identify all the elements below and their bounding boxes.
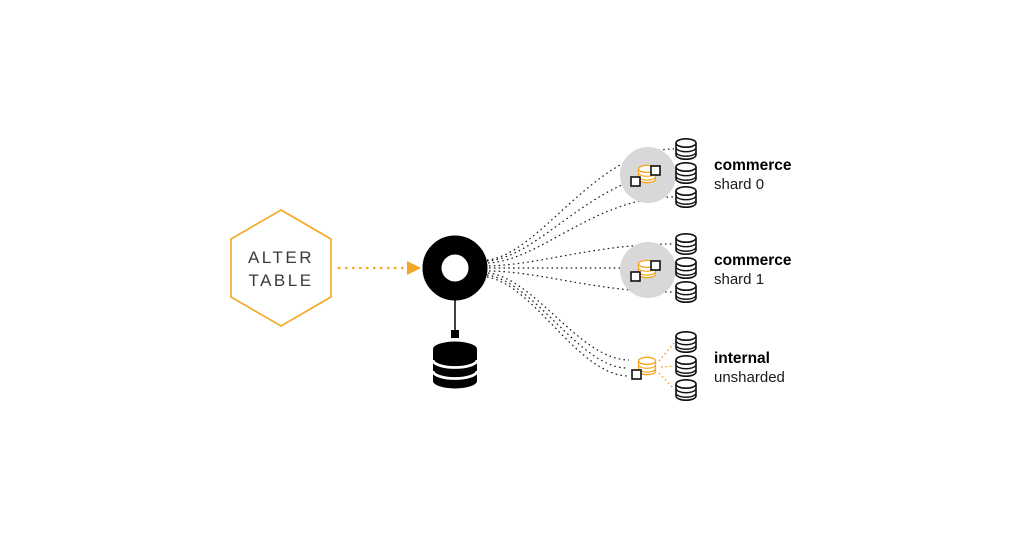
arrowhead-icon	[407, 261, 421, 275]
route-line	[486, 274, 628, 369]
cluster-shard-label: shard 0	[714, 176, 764, 193]
vttablet-square-icon	[650, 165, 661, 176]
cluster-shard-label: shard 1	[714, 271, 764, 288]
vttablet-square-icon	[631, 369, 642, 380]
alter-table-node: ALTER TABLE	[230, 209, 332, 327]
gateway-node	[422, 235, 488, 389]
cluster-name-label: commerce	[714, 157, 792, 174]
topo-db-separator-1	[431, 359, 479, 369]
vttablet-square-icon	[630, 176, 641, 187]
cluster-name-label: commerce	[714, 252, 792, 269]
route-line-orange	[658, 372, 675, 390]
mysql-cylinder-icon	[675, 233, 697, 255]
route-line	[486, 276, 630, 377]
route-line	[487, 196, 675, 264]
mysql-cylinder-icon	[675, 256, 697, 280]
mysql-cylinder-icon	[675, 186, 697, 208]
alter-table-label-line1: ALTER	[248, 248, 314, 267]
cluster-commerce-shard1: commerce shard 1	[620, 233, 792, 304]
cluster-commerce-shard0: commerce shard 0	[620, 138, 792, 208]
alter-table-label-line2: TABLE	[248, 271, 313, 290]
mysql-cylinder-icon	[675, 280, 697, 304]
gateway-ring-icon	[422, 235, 488, 301]
mysql-cylinder-icon	[675, 378, 697, 402]
cluster-shard-label: unsharded	[714, 369, 785, 386]
mysql-cylinder-icon	[675, 138, 697, 160]
topo-db-separator-2	[431, 370, 479, 380]
query-arrow	[338, 261, 421, 275]
cluster-name-label: internal	[714, 350, 770, 367]
route-line-orange	[660, 365, 675, 368]
topo-connector-node	[451, 330, 459, 338]
vttablet-square-icon	[650, 260, 661, 271]
mysql-cylinder-icon	[675, 354, 697, 378]
vttablet-square-icon	[630, 271, 641, 282]
mysql-cylinder-icon	[675, 162, 697, 184]
topo-database-icon	[431, 341, 479, 389]
hexagon-shape	[230, 209, 332, 327]
route-line	[486, 172, 675, 262]
route-line-orange	[658, 342, 675, 362]
topo-db-top	[433, 341, 477, 357]
mysql-cylinder-icon	[675, 330, 697, 354]
cluster-internal-unsharded: internal unsharded	[631, 330, 785, 402]
